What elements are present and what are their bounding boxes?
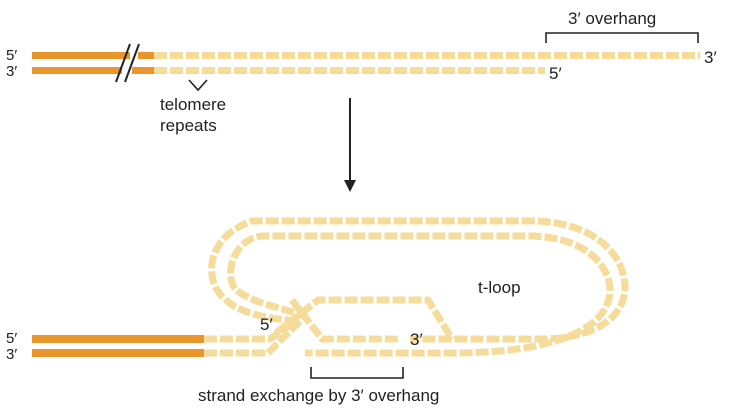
overhang-label: 3′ overhang [568,9,656,28]
t-loop-structure: 5′ 3′ 5′ 3′ t-loop strand exchange by 3′… [6,217,629,405]
top-label-3prime: 3′ [6,63,17,80]
strand-end-label: 5′ [549,64,562,83]
bottom-label-3prime: 3′ [6,346,17,363]
bottom-chromosome-strand-upper [32,335,204,343]
break-mark [115,43,140,83]
overhang-end-label: 3′ [704,48,717,67]
top-chromosome-strand-lower-right [132,67,154,74]
transition-arrow [344,98,356,192]
invading-overhang [289,297,400,343]
linear-telomere: 5′ 3′ 3′ overhang 3′ 5′ telomere repeats [6,9,717,135]
exchange-bracket [310,367,404,379]
repeats-label-line1: telomere [160,95,226,114]
invading-3prime-label: 3′ [410,330,423,349]
exchange-label: strand exchange by 3′ overhang [198,386,439,405]
top-chromosome-strand-lower [32,67,122,74]
bottom-label-5prime: 5′ [6,330,17,347]
t-loop-outer-strand [204,217,629,343]
t-loop-inner-strand [204,232,614,357]
bottom-chromosome-strand-lower [32,349,204,357]
repeats-pointer [188,79,208,92]
displaced-strand [273,296,455,341]
invading-5prime-label: 5′ [260,315,273,334]
overhang-bracket [545,32,699,43]
top-chromosome-strand-upper [32,52,130,59]
top-label-5prime: 5′ [6,47,17,64]
repeats-label-line2: repeats [160,116,217,135]
top-chromosome-strand-upper-right [138,52,154,59]
t-loop-label: t-loop [478,278,521,297]
